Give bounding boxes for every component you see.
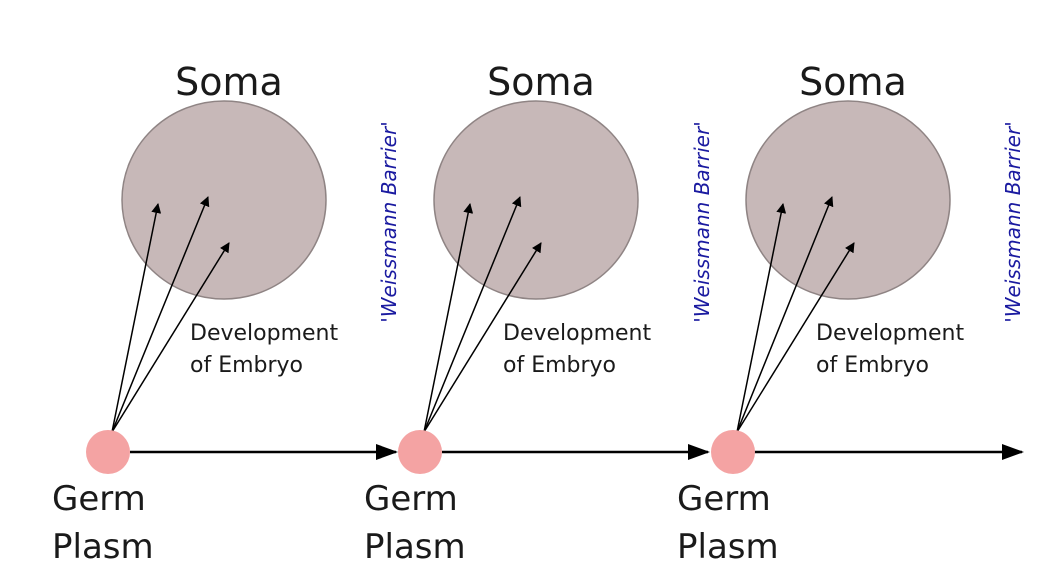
- development-arrow: [423, 196, 522, 433]
- development-arrows: [423, 196, 542, 433]
- development-arrow: [423, 242, 542, 433]
- development-label: Development of Embryo: [816, 321, 971, 378]
- soma-circle: [433, 100, 639, 300]
- soma-label: Soma: [175, 60, 283, 104]
- germ-plasm-label-line2: Plasm: [52, 527, 154, 567]
- generation-unit-2: Soma Development of Embryo Germ Plasm: [364, 60, 658, 567]
- development-label: Development of Embryo: [190, 321, 345, 378]
- generation-unit-1: Soma Development of Embryo Germ Plasm: [52, 60, 345, 567]
- germ-plasm-circle: [86, 430, 130, 474]
- development-arrows: [736, 196, 855, 433]
- germ-plasm-circle: [711, 430, 755, 474]
- development-label-line1: Development: [503, 321, 651, 346]
- weissmann-barrier-label: 'Weissmann Barrier': [1001, 121, 1025, 322]
- barrier-labels: 'Weissmann Barrier' 'Weissmann Barrier' …: [377, 121, 1025, 322]
- weissmann-barrier-label: 'Weissmann Barrier': [377, 121, 401, 322]
- germ-plasm-label: Germ Plasm: [52, 479, 157, 567]
- development-arrow: [111, 196, 210, 433]
- development-label-line1: Development: [816, 321, 964, 346]
- germ-plasm-label-line2: Plasm: [364, 527, 466, 567]
- germ-plasm-label-line1: Germ: [677, 479, 771, 519]
- germ-plasm-circle: [398, 430, 442, 474]
- weissmann-barrier-label: 'Weissmann Barrier': [690, 121, 714, 322]
- germ-plasm-label-line1: Germ: [364, 479, 458, 519]
- germ-plasm-label-line1: Germ: [52, 479, 146, 519]
- development-arrow: [736, 203, 787, 433]
- development-arrow: [423, 203, 474, 433]
- development-arrow: [111, 242, 230, 433]
- development-label-line2: of Embryo: [503, 353, 616, 378]
- soma-label: Soma: [799, 60, 907, 104]
- development-label-line2: of Embryo: [190, 353, 303, 378]
- development-arrows: [111, 196, 230, 433]
- germ-plasm-label: Germ Plasm: [677, 479, 782, 567]
- development-label-line1: Development: [190, 321, 338, 346]
- generation-unit-3: Soma Development of Embryo Germ Plasm: [677, 60, 971, 567]
- development-label-line2: of Embryo: [816, 353, 929, 378]
- germ-plasm-label-line2: Plasm: [677, 527, 779, 567]
- development-arrow: [111, 203, 162, 433]
- soma-circle: [121, 100, 327, 300]
- germ-plasm-label: Germ Plasm: [364, 479, 469, 567]
- soma-circle: [745, 100, 951, 300]
- development-arrow: [736, 196, 834, 433]
- development-arrow: [736, 242, 855, 433]
- soma-label: Soma: [487, 60, 595, 104]
- development-label: Development of Embryo: [503, 321, 658, 378]
